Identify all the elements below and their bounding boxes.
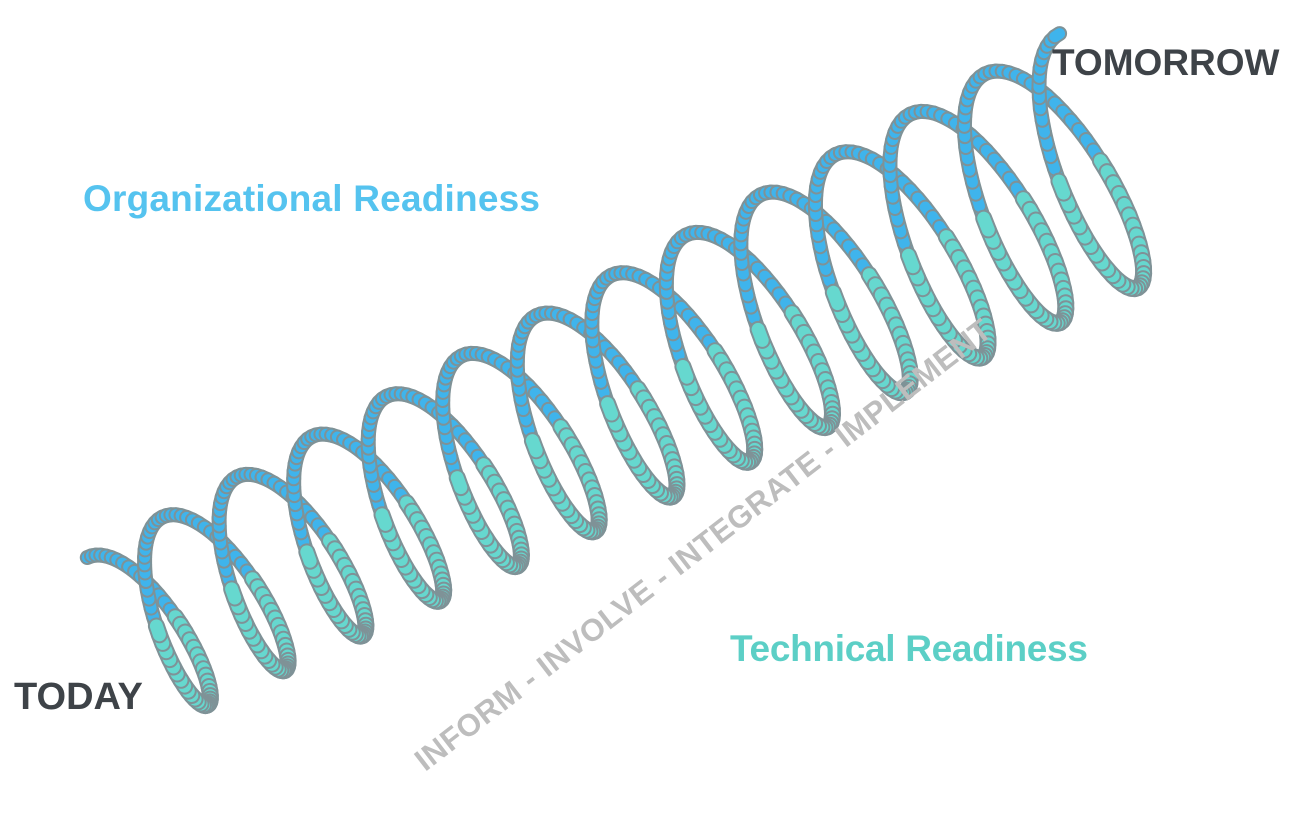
tomorrow-label: TOMORROW <box>1052 42 1279 84</box>
technical-readiness-label: Technical Readiness <box>730 628 1088 670</box>
organizational-readiness-label: Organizational Readiness <box>83 178 540 220</box>
today-label: TODAY <box>14 676 143 719</box>
